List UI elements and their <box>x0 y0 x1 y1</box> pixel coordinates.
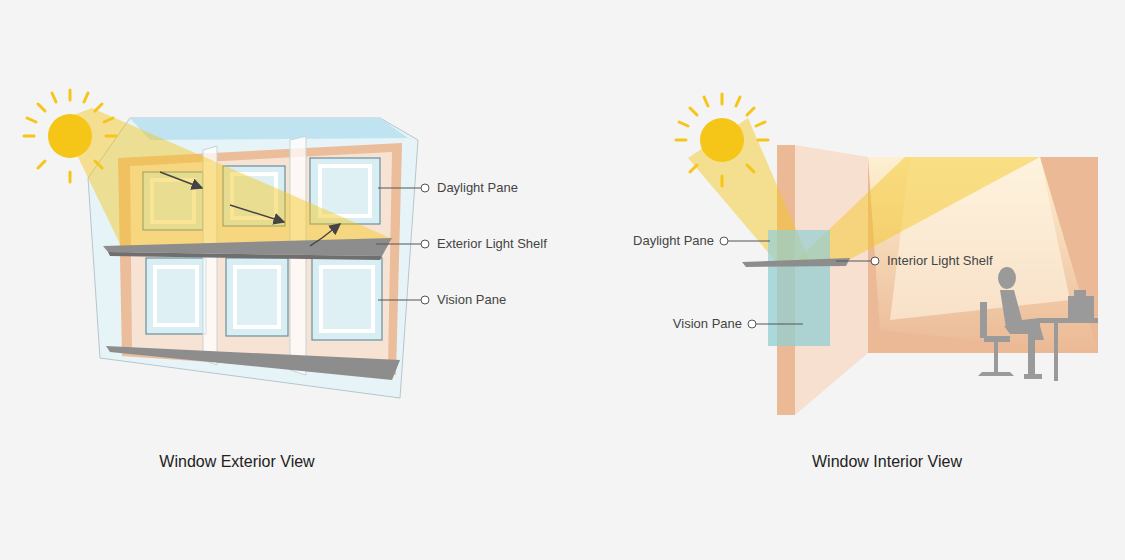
view-caption: Window Exterior View <box>159 452 314 472</box>
sun <box>676 94 768 186</box>
callout-label: Vision Pane <box>437 292 506 308</box>
interior-room <box>688 118 1098 415</box>
leader-line <box>376 184 429 304</box>
callout-label: Interior Light Shelf <box>887 253 993 269</box>
leader-line <box>720 237 879 328</box>
person-at-desk <box>978 267 1098 381</box>
callout-label: Vision Pane <box>673 316 742 332</box>
sun <box>24 90 116 182</box>
callout-label: Daylight Pane <box>437 180 518 196</box>
exterior-window <box>60 108 418 398</box>
callout-label: Daylight Pane <box>633 233 714 249</box>
callout-label: Exterior Light Shelf <box>437 236 547 252</box>
view-caption: Window Interior View <box>812 452 962 472</box>
